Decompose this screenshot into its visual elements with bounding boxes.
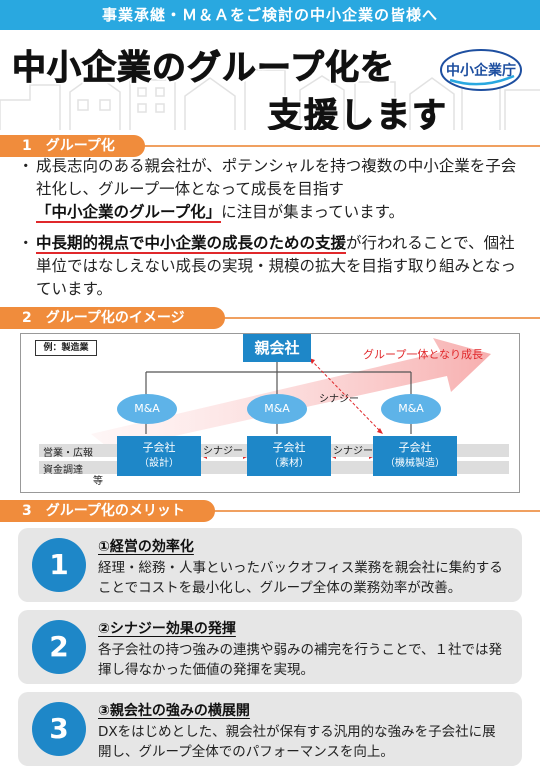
- merit-title: ①経営の効率化: [98, 539, 194, 555]
- section-3-header: 3 グループ化のメリット: [0, 500, 215, 522]
- bullet-1-highlight: 「中小企業のグループ化」: [36, 203, 222, 223]
- bullet-dot: ・: [18, 157, 34, 175]
- merit-body: 各子会社の持つ強みの連携や弱みの補完を行うことで、１社では発揮し得なかった価値の…: [98, 642, 503, 678]
- bullet-2-tail: が行われることで、個社単位ではなしえない成長の実現・規模の拡大を目指す取り組みと…: [36, 234, 517, 298]
- top-banner: 事業承継・Ｍ＆Ａをご検討の中小企業の皆様へ: [0, 0, 540, 30]
- ma-oval: M&A: [381, 394, 441, 424]
- section-1-rule: [0, 145, 540, 147]
- ma-oval: M&A: [247, 394, 307, 424]
- merit-body: DXをはじめとした、親会社が保有する汎用的な強みを子会社に展開し、グループ全体で…: [98, 724, 496, 760]
- child-sub: （素材）: [269, 458, 309, 469]
- merit-title: ③親会社の強みの横展開: [98, 703, 250, 719]
- section-1-bullets: ・ 成長志向のある親会社が、ポテンシャルを持つ複数の中小企業を子会社化し、グルー…: [18, 155, 524, 307]
- title-line-2: 支援します: [268, 96, 448, 131]
- stripe-funding-label: 資金調達: [43, 465, 83, 476]
- stripe-sales-label: 営業・広報: [43, 448, 93, 459]
- bullet-2: ・ 中長期的視点で中小企業の成長のための支援が行われることで、個社単位ではなしえ…: [18, 232, 524, 301]
- stripe-etc-label: 等: [93, 476, 103, 487]
- child-title: 子会社: [272, 441, 306, 454]
- section-2-header: 2 グループ化のイメージ: [0, 307, 225, 329]
- child-company-material: 子会社 （素材）: [247, 436, 331, 476]
- bullet-dot: ・: [18, 234, 34, 252]
- hero: 中小企業のグループ化を 支援します 中小企業庁: [0, 30, 540, 130]
- merit-number: 3: [32, 702, 86, 756]
- child-company-design: 子会社 （設計）: [117, 436, 201, 476]
- section-2-rule: [0, 317, 540, 319]
- section-1-header: 1 グループ化: [0, 135, 145, 157]
- merit-card-3: 3 ③親会社の強みの横展開 DXをはじめとした、親会社が保有する汎用的な強みを子…: [18, 692, 522, 766]
- synergy-label: シナジー: [203, 446, 243, 457]
- child-sub: （機械製造）: [385, 458, 445, 469]
- child-title: 子会社: [142, 441, 176, 454]
- agency-logo: 中小企業庁: [438, 46, 524, 94]
- example-label: 例：製造業: [35, 340, 97, 356]
- merit-body: 経理・総務・人事といったバックオフィス業務を親会社に集約することでコストを最小化…: [98, 560, 503, 596]
- child-title: 子会社: [398, 441, 432, 454]
- growth-label: グループ一体となり成長: [363, 348, 484, 361]
- merit-number: 1: [32, 538, 86, 592]
- parent-company-box: 親会社: [243, 334, 311, 362]
- cityscape-illustration: [0, 69, 540, 130]
- child-sub: （設計）: [139, 458, 179, 469]
- bullet-1-tail: に注目が集まっています。: [221, 203, 405, 221]
- merit-number: 2: [32, 620, 86, 674]
- bullet-1-text: 成長志向のある親会社が、ポテンシャルを持つ複数の中小企業を子会社化し、グループ一…: [36, 157, 517, 198]
- logo-text: 中小企業庁: [446, 63, 516, 79]
- merit-card-1: 1 ①経営の効率化 経理・総務・人事といったバックオフィス業務を親会社に集約する…: [18, 528, 522, 602]
- merit-card-2: 2 ②シナジー効果の発揮 各子会社の持つ強みの連携や弱みの補完を行うことで、１社…: [18, 610, 522, 684]
- child-company-machinery: 子会社 （機械製造）: [373, 436, 457, 476]
- merit-title: ②シナジー効果の発揮: [98, 621, 236, 637]
- bullet-1: ・ 成長志向のある親会社が、ポテンシャルを持つ複数の中小企業を子会社化し、グルー…: [18, 155, 524, 224]
- logo-ring-icon: [440, 49, 522, 91]
- section-3-rule: [0, 510, 540, 512]
- synergy-label-diagonal: シナジー: [319, 394, 359, 405]
- title-line-1: 中小企業のグループ化を: [12, 48, 395, 89]
- ma-oval: M&A: [117, 394, 177, 424]
- synergy-label: シナジー: [333, 446, 373, 457]
- group-diagram: 例：製造業 親会社 グループ一体となり成長 シナジー M&A M&A M&A 営…: [20, 333, 520, 493]
- bullet-2-highlight: 中長期的視点で中小企業の成長のための支援: [36, 234, 347, 254]
